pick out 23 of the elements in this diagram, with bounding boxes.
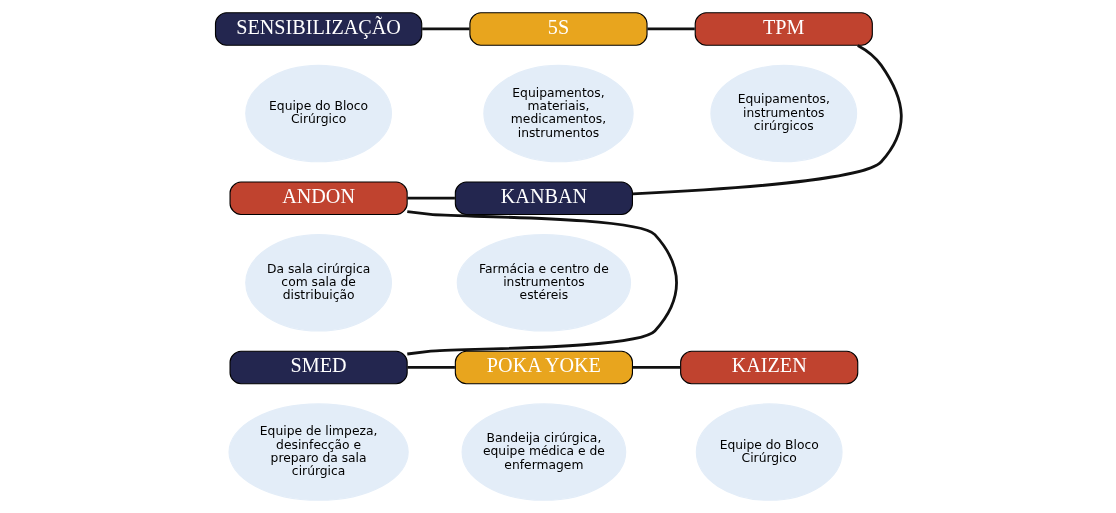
node-box: KAIZEN [679, 350, 858, 385]
node-box: KANBAN [454, 181, 633, 216]
connector [632, 366, 680, 369]
connector [407, 196, 455, 200]
node-box: POKA YOKE [454, 350, 633, 385]
node-ellipse: Equipamentos, instrumentos cirúrgicos [709, 64, 857, 163]
connector [632, 44, 903, 196]
node-ellipse: Equipe de limpeza, desinfecção e preparo da sala cirúrgica [227, 403, 409, 501]
connector [646, 27, 695, 31]
node-box: TPM [694, 12, 873, 46]
node-box: SMED [229, 350, 408, 385]
node-box: ANDON [229, 181, 408, 216]
connector [407, 366, 455, 369]
node-box: SENSIBILIZAÇÃO [214, 12, 422, 46]
node-ellipse: Da sala cirúrgica com sala de distribuição [244, 234, 392, 332]
node-ellipse: Equipe do Bloco Cirúrgico [244, 64, 392, 163]
node-ellipse: Equipamentos, materiais, medicamentos, instrumentos [482, 64, 634, 163]
node-ellipse: Farmácia e centro de instrumentos estéreis [456, 234, 631, 332]
connector [421, 27, 470, 31]
node-box: 5S [468, 12, 648, 46]
node-ellipse: Bandeija cirúrgica, equipe médica e de enfermagem [461, 403, 626, 501]
connector [406, 210, 678, 356]
node-ellipse: Equipe do Bloco Cirúrgico [695, 403, 843, 501]
